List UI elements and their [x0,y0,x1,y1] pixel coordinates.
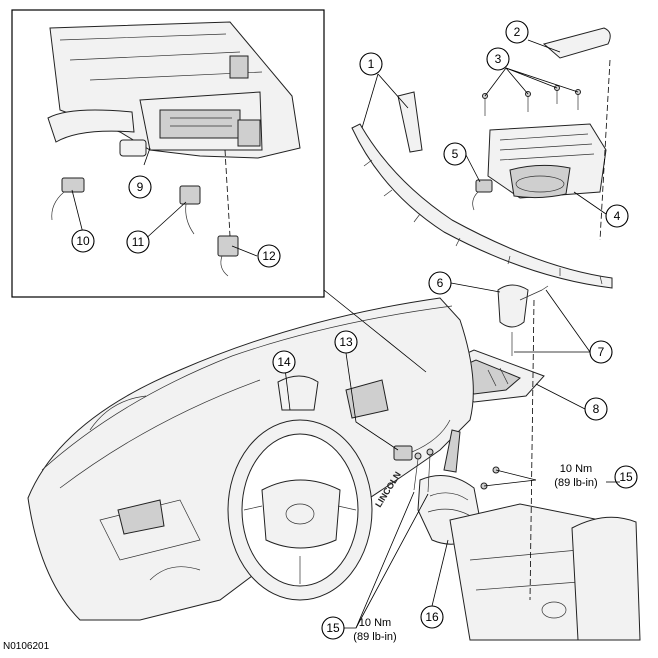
callout-15-left: 15 [321,616,345,640]
trim-panel-strip [351,91,613,289]
svg-text:16: 16 [425,610,439,624]
svg-text:15: 15 [619,470,633,484]
inset-console-housing [47,21,301,159]
callout-12: 12 [257,244,281,268]
callout-2: 2 [505,20,529,44]
steering-wheel [227,419,373,601]
callout-14: 14 [272,350,296,374]
svg-text:15: 15 [326,621,340,635]
torque-spec-right-metric: 10 Nm [560,463,592,475]
callout-7: 7 [589,340,613,364]
svg-text:7: 7 [598,345,605,359]
callout-10: 10 [71,229,95,253]
storage-lid [542,27,611,59]
svg-text:9: 9 [137,180,144,194]
svg-text:14: 14 [277,355,291,369]
svg-text:4: 4 [614,209,621,223]
screw-set-3 [482,85,581,116]
svg-text:11: 11 [132,235,145,249]
svg-text:3: 3 [495,52,502,66]
floor-console [449,503,641,641]
inset-connector-11 [179,185,201,235]
storage-bin-assembly [487,123,607,199]
callout-8: 8 [584,397,608,421]
bin-connector [472,179,493,211]
callout-3: 3 [486,47,510,71]
svg-text:8: 8 [593,402,600,416]
svg-text:12: 12 [262,249,276,263]
instrument-connector [393,419,451,461]
inset-connector-12 [217,235,239,277]
callout-16: 16 [420,605,444,629]
callout-1: 1 [359,52,383,76]
callout-15-right: 15 [614,465,638,489]
torque-spec-left-imperial: (89 lb-in) [353,631,396,643]
gear-shift-knob [497,284,529,328]
leader-lines [71,39,611,629]
svg-text:5: 5 [452,147,459,161]
svg-text:10: 10 [76,234,90,248]
svg-text:6: 6 [437,276,444,290]
detail-inset-frame [11,9,325,298]
svg-text:1: 1 [368,57,375,71]
callout-13: 13 [334,330,358,354]
figure-id: N0106201 [3,641,50,652]
svg-text:2: 2 [514,25,521,39]
svg-text:13: 13 [339,335,353,349]
torque-spec-left-metric: 10 Nm [359,617,391,629]
callout-11: 11 [126,230,150,254]
callout-6: 6 [428,271,452,295]
callout-5: 5 [443,142,467,166]
inset-connector-10 [51,177,85,221]
callout-9: 9 [128,175,152,199]
torque-spec-right-imperial: (89 lb-in) [554,477,597,489]
callout-4: 4 [605,204,629,228]
